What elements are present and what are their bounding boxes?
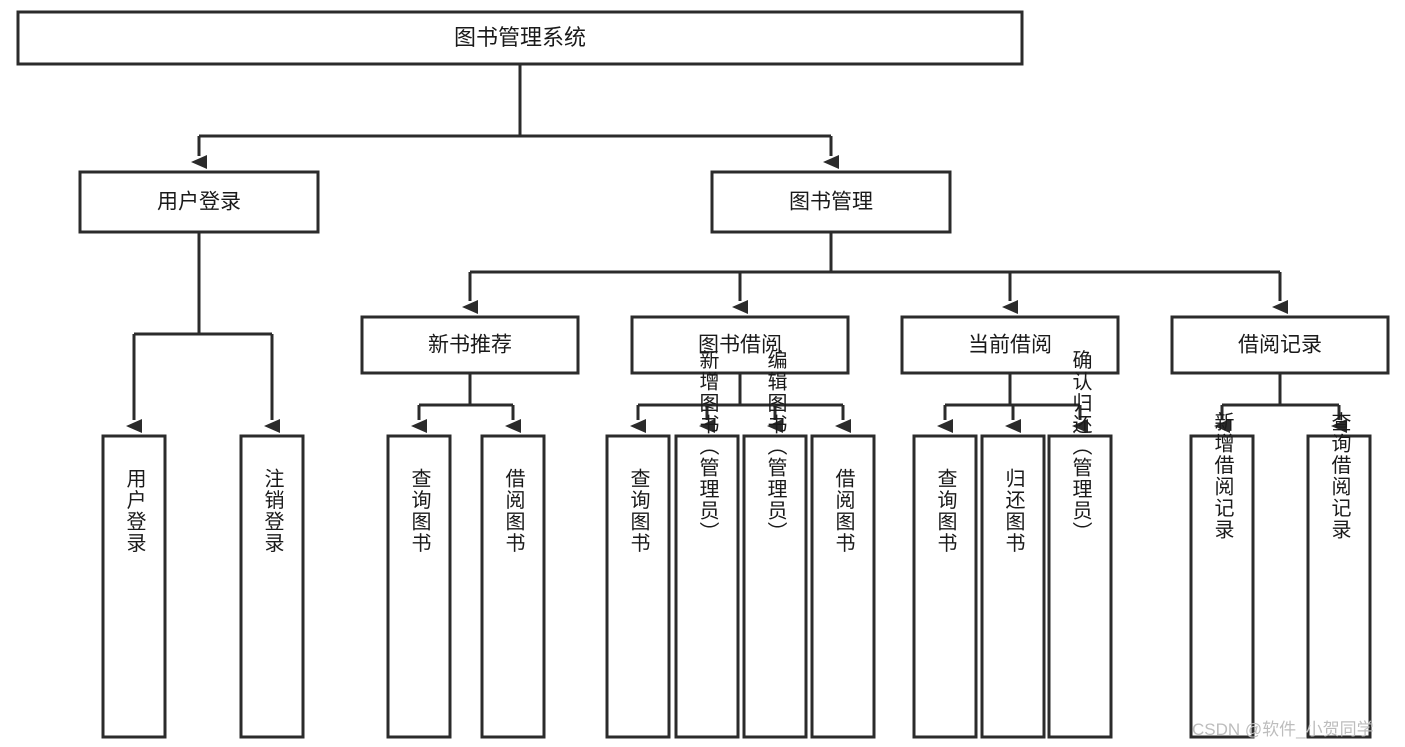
node-borrow-record-label: 借阅记录: [1238, 334, 1322, 357]
node-borrow-record[interactable]: 借阅记录: [1170, 315, 1390, 375]
leaf-book-borrow-2-label: 编辑图书（管理员）: [764, 349, 787, 543]
leaf-borrow-record-1-label: 查询借阅记录: [1328, 411, 1351, 540]
node-current-borrow-label: 当前借阅: [968, 334, 1052, 357]
leaf-new-book-1-label: 借阅图书: [502, 468, 525, 554]
leaf-user-login-1-label: 注销登录: [261, 468, 284, 554]
node-root[interactable]: 图书管理系统: [16, 10, 1024, 66]
node-book-management-label: 图书管理: [789, 191, 873, 214]
node-user-login-label: 用户登录: [157, 191, 241, 214]
node-book-borrow-label: 图书借阅: [698, 334, 782, 357]
leaf-new-book-0-label: 查询图书: [408, 468, 431, 554]
leaf-current-borrow-2-label: 确认归还（管理员）: [1069, 349, 1092, 543]
node-root-label: 图书管理系统: [454, 25, 586, 50]
node-book-borrow[interactable]: 图书借阅: [630, 315, 850, 375]
leaf-current-borrow-0-label: 查询图书: [934, 468, 957, 554]
leaf-new-book-0[interactable]: 查询图书: [386, 434, 452, 739]
leaf-book-borrow-2[interactable]: 编辑图书（管理员）: [742, 349, 808, 739]
leaf-current-borrow-1-label: 归还图书: [1002, 468, 1025, 554]
connector-record-to-leaves: [1214, 373, 1347, 433]
leaf-current-borrow-2[interactable]: 确认归还（管理员）: [1047, 349, 1113, 739]
node-new-book-recommend[interactable]: 新书推荐: [360, 315, 580, 375]
node-current-borrow[interactable]: 当前借阅: [900, 315, 1120, 375]
watermark-text: CSDN @软件_小贺同学: [1192, 720, 1374, 739]
leaf-user-login-1[interactable]: 注销登录: [239, 434, 305, 739]
connector-root-to-level2: [191, 64, 839, 169]
connector-userlogin-to-leaves: [126, 232, 280, 433]
leaf-book-borrow-3[interactable]: 借阅图书: [810, 434, 876, 739]
leaf-user-login-0-label: 用户登录: [123, 468, 146, 554]
leaf-borrow-record-0[interactable]: 新增借阅记录: [1189, 411, 1255, 739]
leaf-book-borrow-0-label: 查询图书: [627, 468, 650, 554]
node-new-book-recommend-label: 新书推荐: [428, 334, 512, 357]
leaf-new-book-1[interactable]: 借阅图书: [480, 434, 546, 739]
leaf-current-borrow-1[interactable]: 归还图书: [980, 434, 1046, 739]
leaf-book-borrow-0[interactable]: 查询图书: [605, 434, 671, 739]
leaf-user-login-0[interactable]: 用户登录: [101, 434, 167, 739]
leaf-current-borrow-0[interactable]: 查询图书: [912, 434, 978, 739]
leaf-book-borrow-1[interactable]: 新增图书（管理员）: [674, 349, 740, 739]
leaf-book-borrow-3-label: 借阅图书: [832, 468, 855, 554]
node-user-login[interactable]: 用户登录: [78, 170, 320, 234]
connector-current-to-leaves: [937, 373, 1088, 433]
node-book-management[interactable]: 图书管理: [710, 170, 952, 234]
leaf-borrow-record-1[interactable]: 查询借阅记录: [1306, 411, 1372, 739]
connector-newbook-to-leaves: [411, 373, 521, 433]
leaf-book-borrow-1-label: 新增图书（管理员）: [696, 349, 719, 543]
leaf-borrow-record-0-label: 新增借阅记录: [1211, 411, 1234, 540]
connector-bookmgmt-to-level3: [462, 232, 1288, 314]
connector-borrow-to-leaves: [630, 373, 851, 433]
